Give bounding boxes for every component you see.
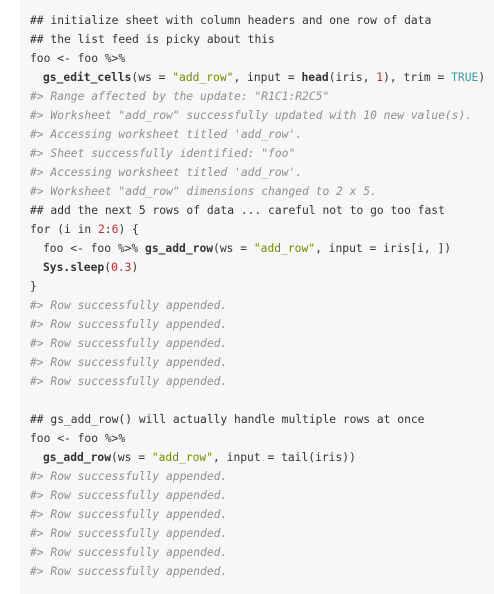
code-line: gs_edit_cells(ws = "add_row", input = he… xyxy=(30,68,494,87)
code-line: } xyxy=(30,280,37,293)
code-line: foo <- foo %>% gs_add_row(ws = "add_row"… xyxy=(30,239,494,258)
output-line: #> Row successfully appended. xyxy=(30,375,228,388)
function-name: head xyxy=(301,71,329,84)
output-line: #> Row successfully appended. xyxy=(30,299,228,312)
code-token: (iris)) xyxy=(308,451,356,464)
code-token: ( xyxy=(104,261,112,274)
string-literal: "add_row" xyxy=(172,71,234,84)
code-block: ## initialize sheet with column headers … xyxy=(20,0,494,594)
code-line: foo <- foo %>% xyxy=(30,52,126,65)
code-token: ), trim = xyxy=(383,71,452,84)
output-line: #> Accessing worksheet titled 'add_row'. xyxy=(30,128,303,141)
number-literal: 6 xyxy=(111,223,119,236)
output-line: #> Row successfully appended. xyxy=(30,489,228,502)
code-line: for (i in 2:6) { xyxy=(30,220,494,239)
code-token: : xyxy=(104,223,112,236)
output-line: #> Row successfully appended. xyxy=(30,470,228,483)
output-line: #> Sheet successfully identified: "foo" xyxy=(30,147,296,160)
output-line: #> Range affected by the update: "R1C1:R… xyxy=(30,90,330,103)
code-comment: ## initialize sheet with column headers … xyxy=(30,14,432,27)
code-token: , input = xyxy=(213,451,282,464)
code-token: foo <- foo %>% xyxy=(43,242,146,255)
output-line: #> Row successfully appended. xyxy=(30,527,228,540)
function-name: gs_edit_cells xyxy=(43,71,132,84)
blank-line xyxy=(30,391,494,410)
output-line: #> Row successfully appended. xyxy=(30,546,228,559)
code-token: , input = iris[i, ]) xyxy=(315,242,452,255)
string-literal: "add_row" xyxy=(151,451,214,464)
function-name: tail xyxy=(281,451,309,464)
code-token: (ws = xyxy=(111,451,152,464)
output-line: #> Row successfully appended. xyxy=(30,356,228,369)
code-comment: ## the list feed is picky about this xyxy=(30,33,275,46)
output-line: #> Row successfully appended. xyxy=(30,337,228,350)
output-line: #> Row successfully appended. xyxy=(30,508,228,521)
code-token: , input = xyxy=(233,71,302,84)
output-line: #> Worksheet "add_row" dimensions change… xyxy=(30,185,377,198)
code-token: (iris, xyxy=(328,71,377,84)
code-token: ) xyxy=(131,261,139,274)
function-name: Sys.sleep xyxy=(43,261,105,274)
constant-literal: TRUE xyxy=(451,71,479,84)
code-token: ) xyxy=(478,71,486,84)
code-line: foo <- foo %>% xyxy=(30,432,126,445)
number-literal: 2 xyxy=(98,223,105,236)
function-name: gs_add_row xyxy=(43,451,112,464)
code-token: (ws = xyxy=(131,71,173,84)
number-literal: 0.3 xyxy=(111,261,132,274)
code-token: for (i in xyxy=(30,223,99,236)
code-comment: ## add the next 5 rows of data ... caref… xyxy=(30,204,445,217)
code-comment: ## gs_add_row() will actually handle mul… xyxy=(30,413,425,426)
function-name: gs_add_row xyxy=(145,242,214,255)
code-token: ) { xyxy=(118,223,139,236)
code-line: Sys.sleep(0.3) xyxy=(30,258,494,277)
number-literal: 1 xyxy=(376,71,384,84)
output-line: #> Worksheet "add_row" successfully upda… xyxy=(30,109,473,122)
code-line: gs_add_row(ws = "add_row", input = tail(… xyxy=(30,448,494,467)
output-line: #> Row successfully appended. xyxy=(30,565,228,578)
code-token: (ws = xyxy=(213,242,254,255)
string-literal: "add_row" xyxy=(253,242,316,255)
output-line: #> Row successfully appended. xyxy=(30,318,228,331)
output-line: #> Accessing worksheet titled 'add_row'. xyxy=(30,166,303,179)
